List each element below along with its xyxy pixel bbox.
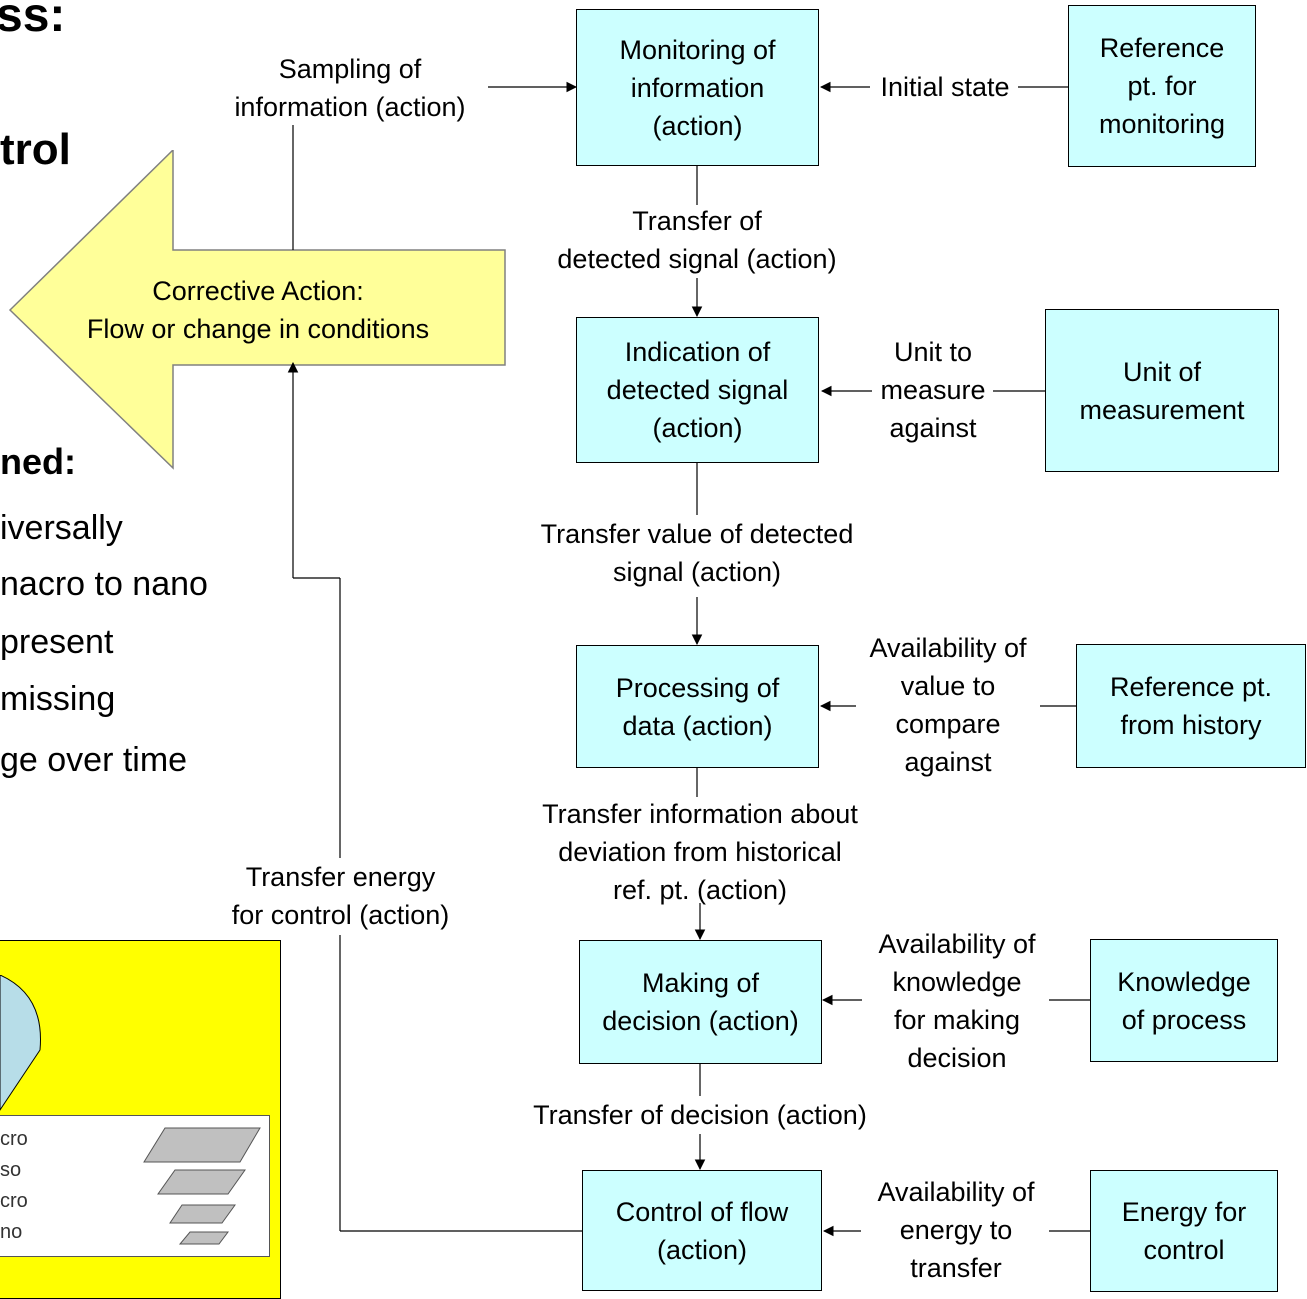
- label-line: deviation from historical: [558, 837, 842, 867]
- legend-item: cro: [0, 1190, 28, 1212]
- legend-item: no: [0, 1221, 23, 1243]
- box-line: monitoring: [1098, 109, 1226, 139]
- label-line: Transfer of decision (action): [533, 1100, 867, 1130]
- box-line: decision (action): [602, 1006, 799, 1036]
- box-line: (action): [652, 110, 743, 141]
- availability-value-label: Availability of value to compare against: [848, 629, 1048, 781]
- label-line: against: [904, 747, 992, 777]
- transfer-value-signal-label: Transfer value of detected signal (action…: [497, 515, 897, 591]
- scale-legend: cro so cro no: [0, 1115, 270, 1257]
- knowledge-box: Knowledge of process: [1090, 939, 1278, 1062]
- label-line: Availability of: [878, 929, 1036, 959]
- box-line: of process: [1121, 1004, 1247, 1035]
- box-line: control: [1143, 1235, 1225, 1265]
- label-line: ref. pt. (action): [612, 875, 788, 905]
- processing-box: Processing of data (action): [576, 645, 819, 768]
- box-line: Reference: [1099, 33, 1225, 63]
- label-line: information (action): [234, 92, 466, 122]
- corrective-action-line: Corrective Action:: [152, 276, 364, 306]
- sampling-label: Sampling of information (action): [205, 50, 495, 126]
- box-line: Monitoring of: [619, 34, 776, 65]
- availability-knowledge-label: Availability of knowledge for making decisi…: [857, 925, 1057, 1077]
- box-line: Unit of: [1122, 356, 1202, 387]
- label-line: value to: [900, 671, 996, 701]
- energy-box: Energy for control: [1090, 1170, 1278, 1292]
- label-line: Transfer information about: [542, 799, 858, 829]
- label-line: for making: [893, 1005, 1021, 1035]
- scale-layers-icon: [143, 1127, 261, 1245]
- label-line: Transfer value of detected: [540, 519, 854, 549]
- monitoring-box: Monitoring of information (action): [576, 9, 819, 166]
- box-line: from history: [1120, 710, 1262, 740]
- transfer-energy-label: Transfer energy for control (action): [198, 858, 483, 934]
- slide-heading-fragment: trol: [0, 125, 71, 174]
- corrective-action-label: Corrective Action: Flow or change in con…: [56, 272, 460, 348]
- label-line: decision: [907, 1043, 1007, 1073]
- monitoring-reference-box: Reference pt. for monitoring: [1068, 5, 1256, 167]
- box-line: measurement: [1079, 394, 1245, 425]
- slide-bullet-line: ge over time: [0, 741, 188, 779]
- legend-item: cro: [0, 1128, 28, 1150]
- box-line: Knowledge: [1117, 966, 1251, 997]
- unit-to-measure-label: Unit to measure against: [862, 333, 1004, 447]
- slide-bullet-line: iversally: [0, 509, 123, 547]
- label-line: Transfer of: [632, 206, 762, 236]
- box-line: Making of: [641, 968, 760, 998]
- box-line: (action): [656, 1234, 747, 1265]
- label-line: measure: [880, 375, 986, 405]
- indication-box: Indication of detected signal (action): [576, 317, 819, 463]
- label-line: for control (action): [231, 900, 450, 930]
- box-line: (action): [652, 413, 743, 443]
- slide-bullet-line: missing: [0, 680, 116, 718]
- transfer-decision-label: Transfer of decision (action): [498, 1096, 902, 1134]
- legend-item: so: [0, 1159, 22, 1181]
- label-line: compare: [895, 709, 1001, 739]
- slide-title-fragment: ss:: [0, 0, 66, 42]
- label-line: against: [889, 413, 977, 443]
- history-reference-box: Reference pt. from history: [1076, 644, 1306, 768]
- decision-box: Making of decision (action): [579, 940, 822, 1064]
- cloud-arrow-icon: [0, 975, 41, 1111]
- box-line: Reference pt.: [1109, 672, 1273, 702]
- label-line: knowledge: [892, 967, 1022, 997]
- label-line: energy to: [899, 1215, 1013, 1245]
- label-line: Unit to: [893, 337, 973, 367]
- availability-energy-label: Availability of energy to transfer: [856, 1173, 1056, 1287]
- box-line: Processing of: [615, 672, 780, 703]
- slide-bullet-line: present: [0, 623, 114, 661]
- control-box: Control of flow (action): [582, 1170, 822, 1291]
- transfer-deviation-label: Transfer information about deviation from…: [500, 795, 900, 909]
- label-line: transfer: [910, 1253, 1002, 1283]
- corrective-action-line: Flow or change in conditions: [86, 314, 430, 344]
- box-line: Energy for: [1121, 1197, 1247, 1227]
- box-line: detected signal: [606, 375, 789, 405]
- label-line: Availability of: [877, 1177, 1035, 1207]
- box-line: information: [630, 72, 765, 103]
- label-line: detected signal (action): [557, 244, 837, 274]
- label-line: signal (action): [612, 557, 782, 587]
- slide-subheading-fragment: ned:: [0, 441, 76, 482]
- label-line: Sampling of: [278, 54, 422, 84]
- initial-state-label: Initial state: [880, 72, 1010, 102]
- slide-bullet-line: nacro to nano: [0, 565, 208, 603]
- corrective-action-arrow: [8, 150, 506, 470]
- label-line: Transfer energy: [245, 862, 436, 892]
- box-line: Indication of: [624, 337, 771, 367]
- unit-of-measurement-box: Unit of measurement: [1045, 309, 1279, 472]
- box-line: Control of flow: [615, 1196, 789, 1227]
- transfer-detected-signal-label: Transfer of detected signal (action): [497, 202, 897, 278]
- box-line: pt. for: [1127, 71, 1197, 101]
- box-line: data (action): [622, 710, 773, 741]
- label-line: Availability of: [869, 633, 1027, 663]
